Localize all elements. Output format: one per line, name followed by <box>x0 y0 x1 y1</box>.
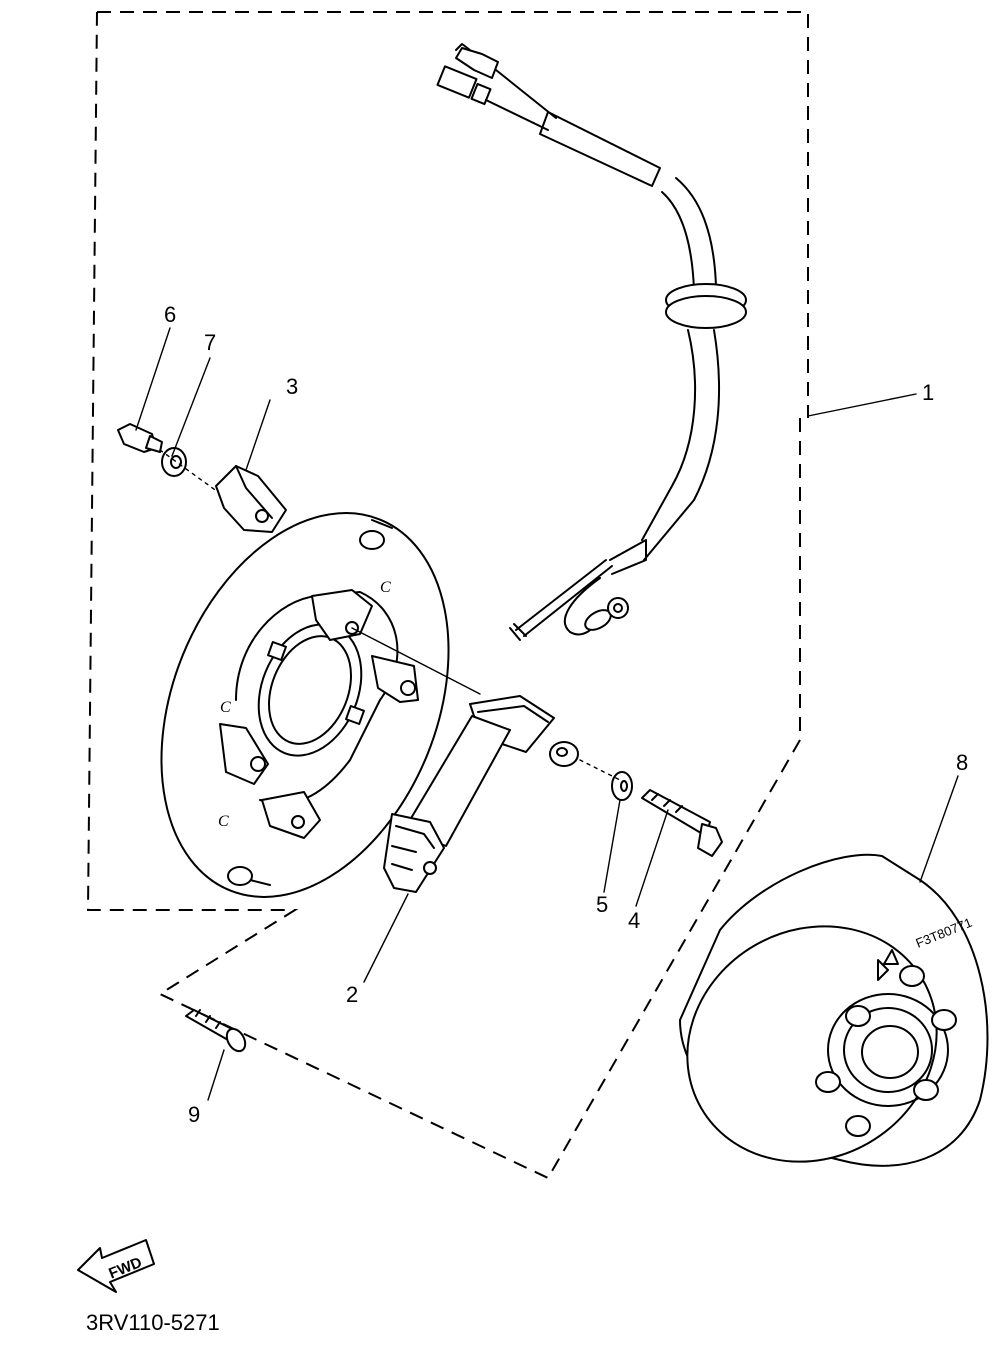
callout-5: 5 <box>596 892 608 917</box>
plate-mark-left: C <box>218 813 229 830</box>
callout-8: 8 <box>956 750 968 775</box>
forward-direction-arrow: FWD <box>77 1239 155 1293</box>
wire-harness <box>436 43 747 641</box>
screw-9 <box>185 1009 247 1053</box>
callout-7: 7 <box>204 330 216 355</box>
plate-mark-mid: C <box>220 699 231 716</box>
washer-5 <box>549 741 633 801</box>
plate-mark-top: C <box>380 579 391 596</box>
callout-6: 6 <box>164 302 176 327</box>
screw-6 <box>117 423 163 453</box>
bolt-4 <box>641 789 723 857</box>
callout-3: 3 <box>286 374 298 399</box>
diagram-code: 3RV110-5271 <box>86 1310 220 1335</box>
callout-9: 9 <box>188 1102 200 1127</box>
pickup-coil <box>383 695 555 893</box>
callout-1: 1 <box>922 380 934 405</box>
callout-4: 4 <box>628 908 640 933</box>
bracket <box>215 465 287 533</box>
leader-lines <box>135 327 959 1101</box>
assembly-boundary <box>86 11 809 1180</box>
flywheel-rotor: F3T80771 <box>679 853 989 1167</box>
callout-2: 2 <box>346 982 358 1007</box>
stator-base-plate: C C C <box>160 512 481 898</box>
